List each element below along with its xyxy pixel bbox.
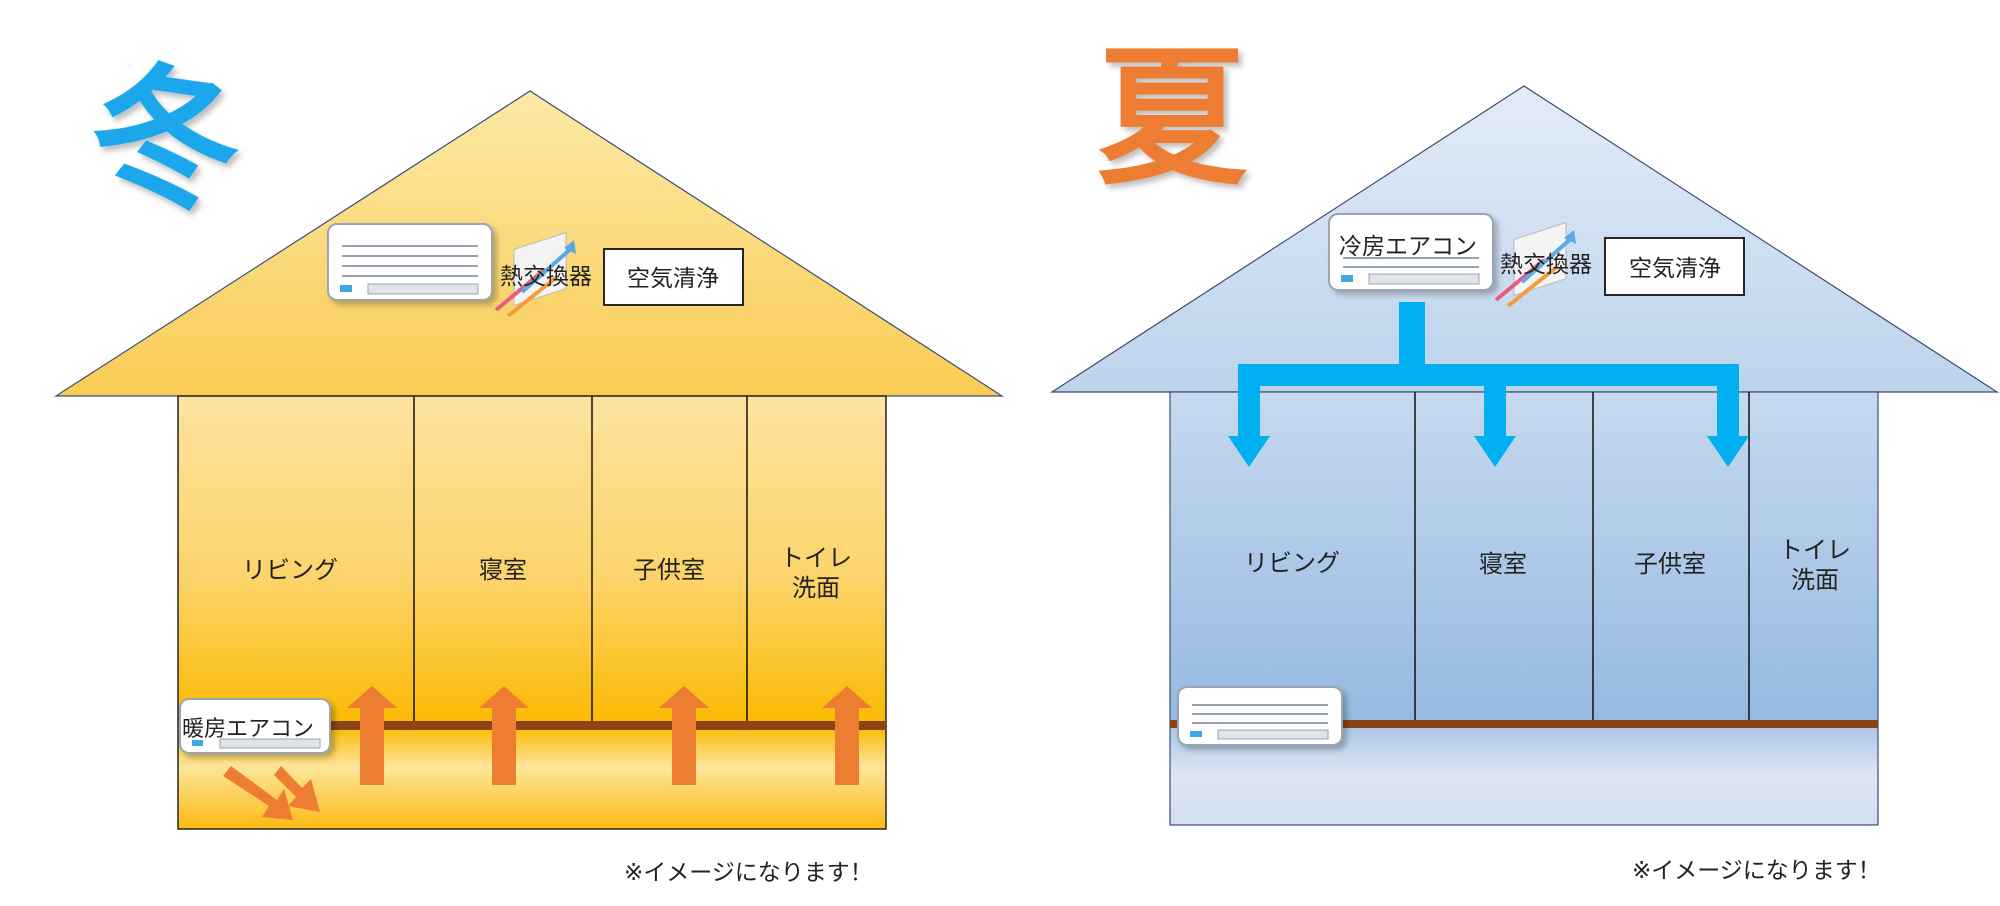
summer-room-washroom: 洗面 xyxy=(1791,566,1839,594)
heat-rise-arrow xyxy=(479,686,529,785)
winter-room-living: リビング xyxy=(242,556,338,584)
cool-air-arrow xyxy=(1228,436,1270,467)
heat-rise-arrow xyxy=(822,686,872,785)
winter-house: 熱交換器 空気清浄 リビング 寝室 子供室 トイレ 洗面 暖房エアコン 冬 ※イ… xyxy=(53,43,1005,886)
summer-air-purifier-box xyxy=(1604,237,1745,296)
heat-exchanger-icon xyxy=(494,231,576,318)
summer-room-kids: 子供室 xyxy=(1634,550,1706,578)
winter-season-label: 冬 xyxy=(79,43,252,236)
heat-rise-arrow xyxy=(659,686,709,785)
summer-underfloor-ac xyxy=(1177,686,1343,746)
winter-note: ※イメージになります！ xyxy=(624,860,873,886)
cool-air-arrow xyxy=(1707,436,1749,467)
winter-floor-beam xyxy=(178,721,886,730)
summer-house: 冷房エアコン 熱交換器 空気清浄 リビング 寝室 子供室 トイレ 洗面 xyxy=(1049,32,2000,884)
summer-heat-exchanger-label: 熱交換器 xyxy=(1500,252,1592,278)
winter-room-washroom: 洗面 xyxy=(792,574,840,602)
summer-season-label: 夏 xyxy=(1097,32,1248,206)
summer-note: ※イメージになります！ xyxy=(1632,858,1881,884)
winter-ceiling-ac xyxy=(327,223,493,301)
summer-room-bedroom: 寝室 xyxy=(1479,550,1527,578)
summer-air-purifier-label: 空気清浄 xyxy=(1629,256,1721,282)
winter-air-purifier-box xyxy=(603,248,744,306)
winter-rooms-area xyxy=(177,395,887,727)
summer-room-living: リビング xyxy=(1244,549,1340,577)
cool-air-duct xyxy=(1238,302,1739,436)
winter-air-purifier-label: 空気清浄 xyxy=(627,266,719,292)
summer-room-toilet: トイレ xyxy=(1779,536,1851,564)
heat-flow-arrow xyxy=(223,766,293,820)
heat-rise-arrow xyxy=(347,686,397,785)
heat-flow-arrow xyxy=(274,766,320,812)
winter-heating-ac xyxy=(179,698,331,754)
summer-cooling-ac-label: 冷房エアコン xyxy=(1339,234,1477,260)
summer-cooling-ac xyxy=(1328,213,1494,291)
winter-heat-exchanger-label: 熱交換器 xyxy=(500,264,592,290)
summer-floor-beam xyxy=(1170,720,1878,728)
winter-heating-ac-label: 暖房エアコン xyxy=(182,717,314,742)
winter-room-bedroom: 寝室 xyxy=(479,556,527,584)
cool-air-arrow xyxy=(1474,436,1516,467)
heat-exchanger-icon xyxy=(1494,221,1576,308)
winter-room-toilet: トイレ xyxy=(780,544,852,572)
winter-room-kids: 子供室 xyxy=(633,556,705,584)
